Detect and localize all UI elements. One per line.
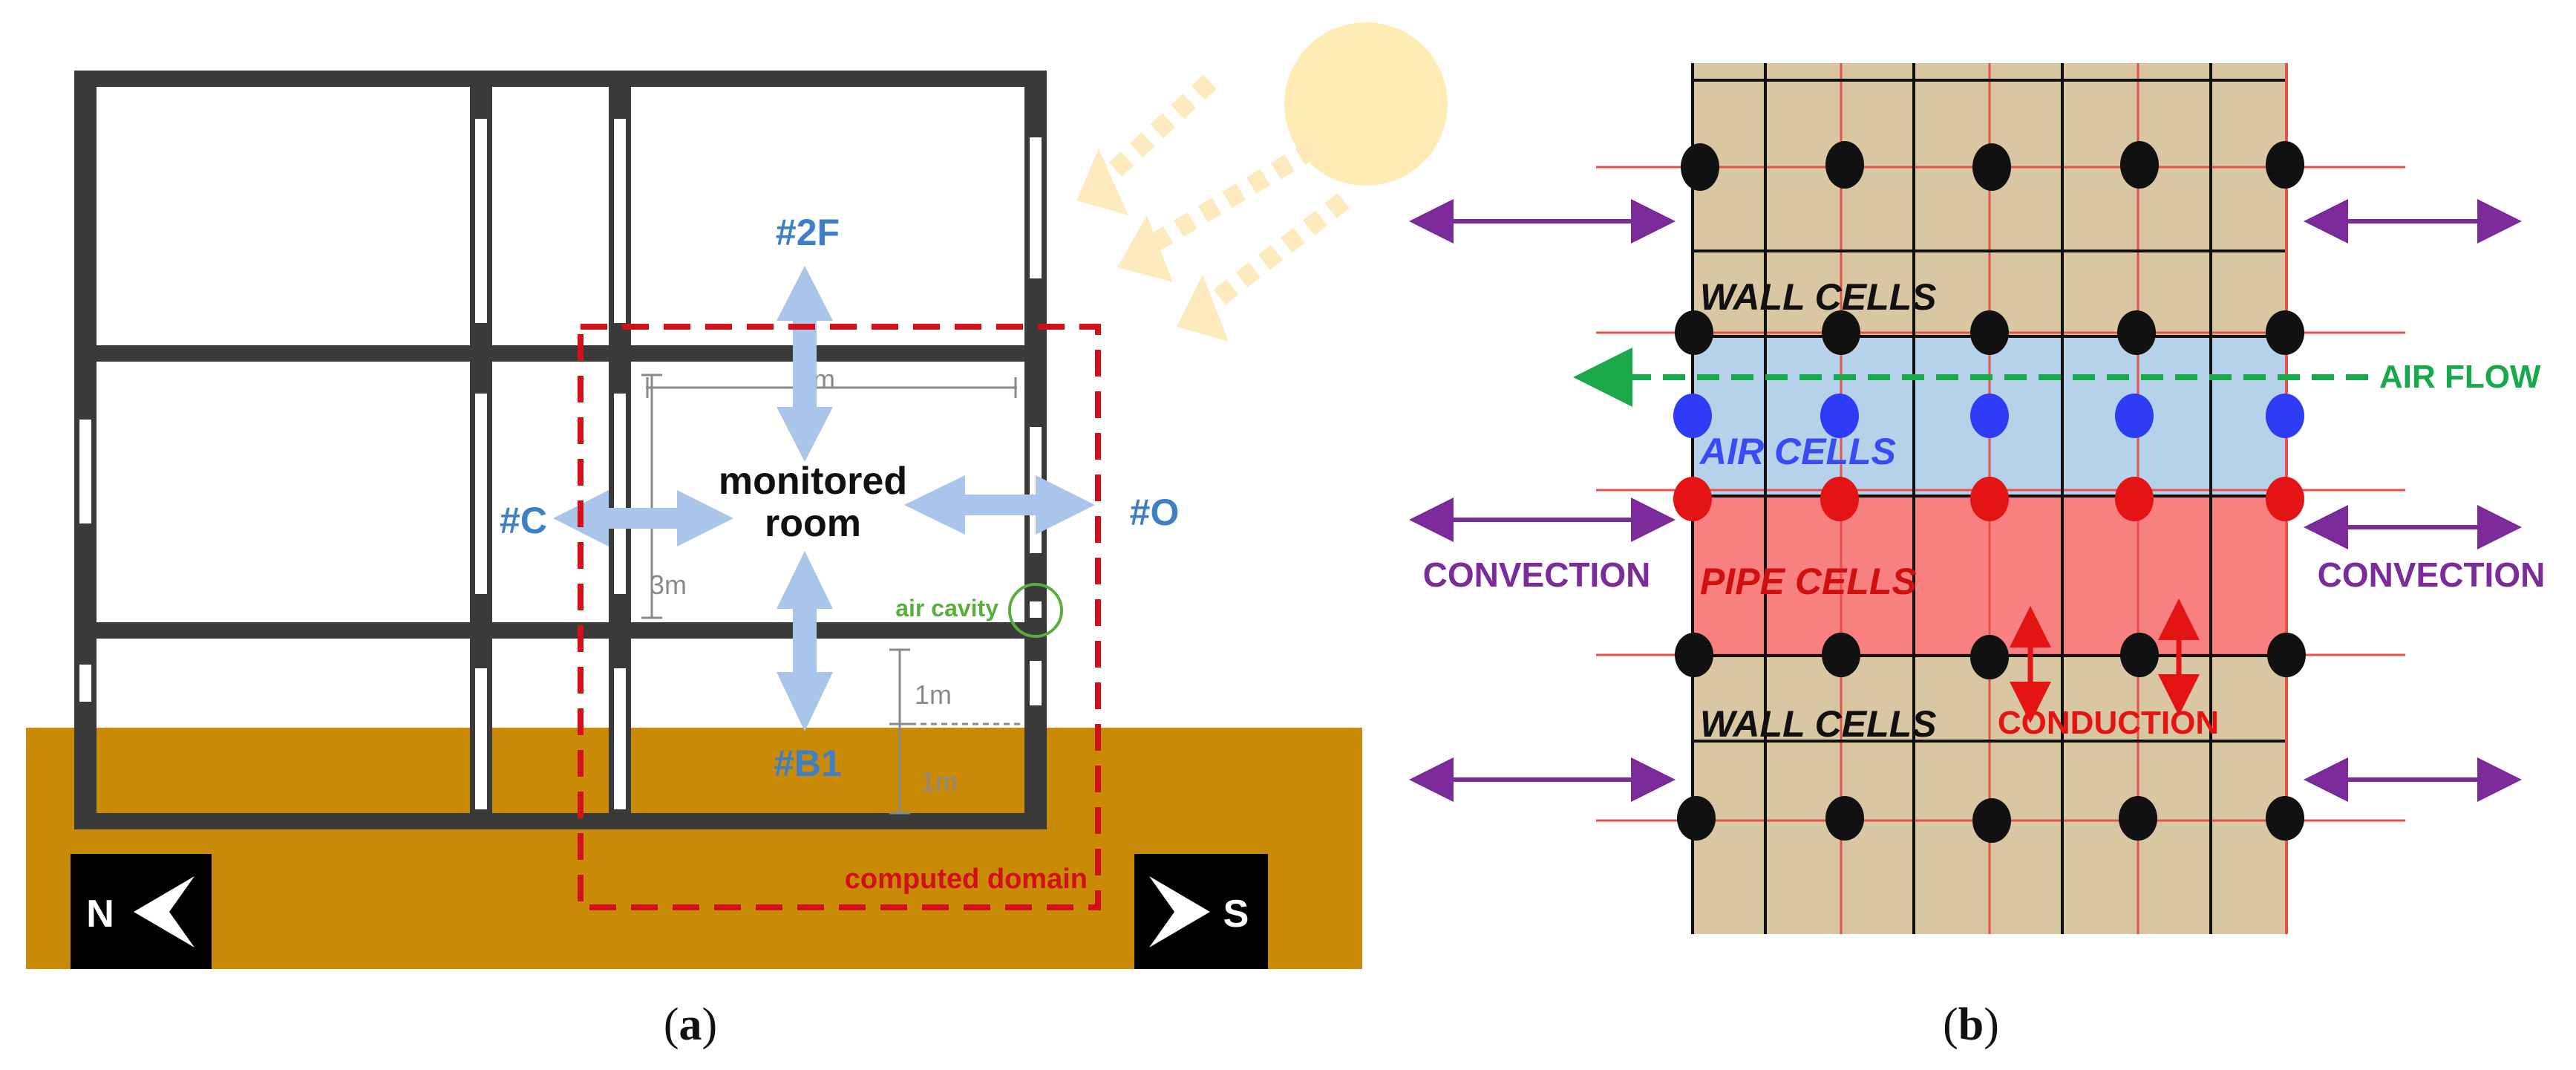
- dimension-lines: [641, 373, 1024, 815]
- dim-height-label: 3m: [650, 570, 687, 600]
- computed-domain-label: computed domain: [845, 864, 1088, 895]
- convection-label-left: CONVECTION: [1423, 555, 1651, 594]
- monitored-room-line2: room: [765, 502, 861, 545]
- air-flow-label: AIR FLOW: [2379, 359, 2541, 395]
- pipe-nodes: [1673, 477, 2304, 521]
- south-label: S: [1223, 893, 1249, 936]
- label-2f: #2F: [776, 212, 840, 253]
- conduction-arrows: [2010, 598, 2200, 723]
- air-cells-label: AIR CELLS: [1699, 431, 1896, 472]
- panel-a: 4m 3m 1m 1m #2F #C #O #B1 monitored room…: [26, 22, 1448, 1050]
- convection-arrows: [1409, 199, 2522, 802]
- north-label: N: [86, 893, 114, 936]
- computed-domain-box: [578, 324, 1101, 910]
- air-cavity-marker: [1008, 583, 1063, 638]
- caption-b: (b): [1943, 999, 1999, 1050]
- south-arrow-icon: [1134, 854, 1268, 969]
- label-o: #O: [1130, 492, 1180, 533]
- panel-b: AIR FLOW CONVECTION CONVECTION CONDUCTIO…: [1409, 63, 2546, 1050]
- wall-nodes: [1675, 141, 2306, 843]
- air-nodes: [1673, 394, 2304, 438]
- label-c: #C: [500, 500, 547, 541]
- dim-upper-label: 1m: [915, 679, 952, 710]
- heat-exchange-arrows: [553, 266, 1095, 731]
- wall-cells-bottom-label: WALL CELLS: [1700, 703, 1937, 745]
- conduction-label: CONDUCTION: [1998, 705, 2219, 741]
- caption-a: (a): [664, 999, 717, 1050]
- dim-lower-label: 1m: [921, 766, 958, 797]
- north-arrow-icon: [71, 854, 212, 969]
- pipe-cells-label: PIPE CELLS: [1700, 561, 1917, 602]
- sun-icon: [1076, 22, 1448, 342]
- air-cavity-label: air cavity: [895, 595, 998, 622]
- label-b1: #B1: [774, 743, 842, 784]
- monitored-room-line1: monitored: [719, 460, 907, 503]
- convection-label-right: CONVECTION: [2318, 555, 2546, 594]
- wall-cells-top-label: WALL CELLS: [1700, 276, 1937, 318]
